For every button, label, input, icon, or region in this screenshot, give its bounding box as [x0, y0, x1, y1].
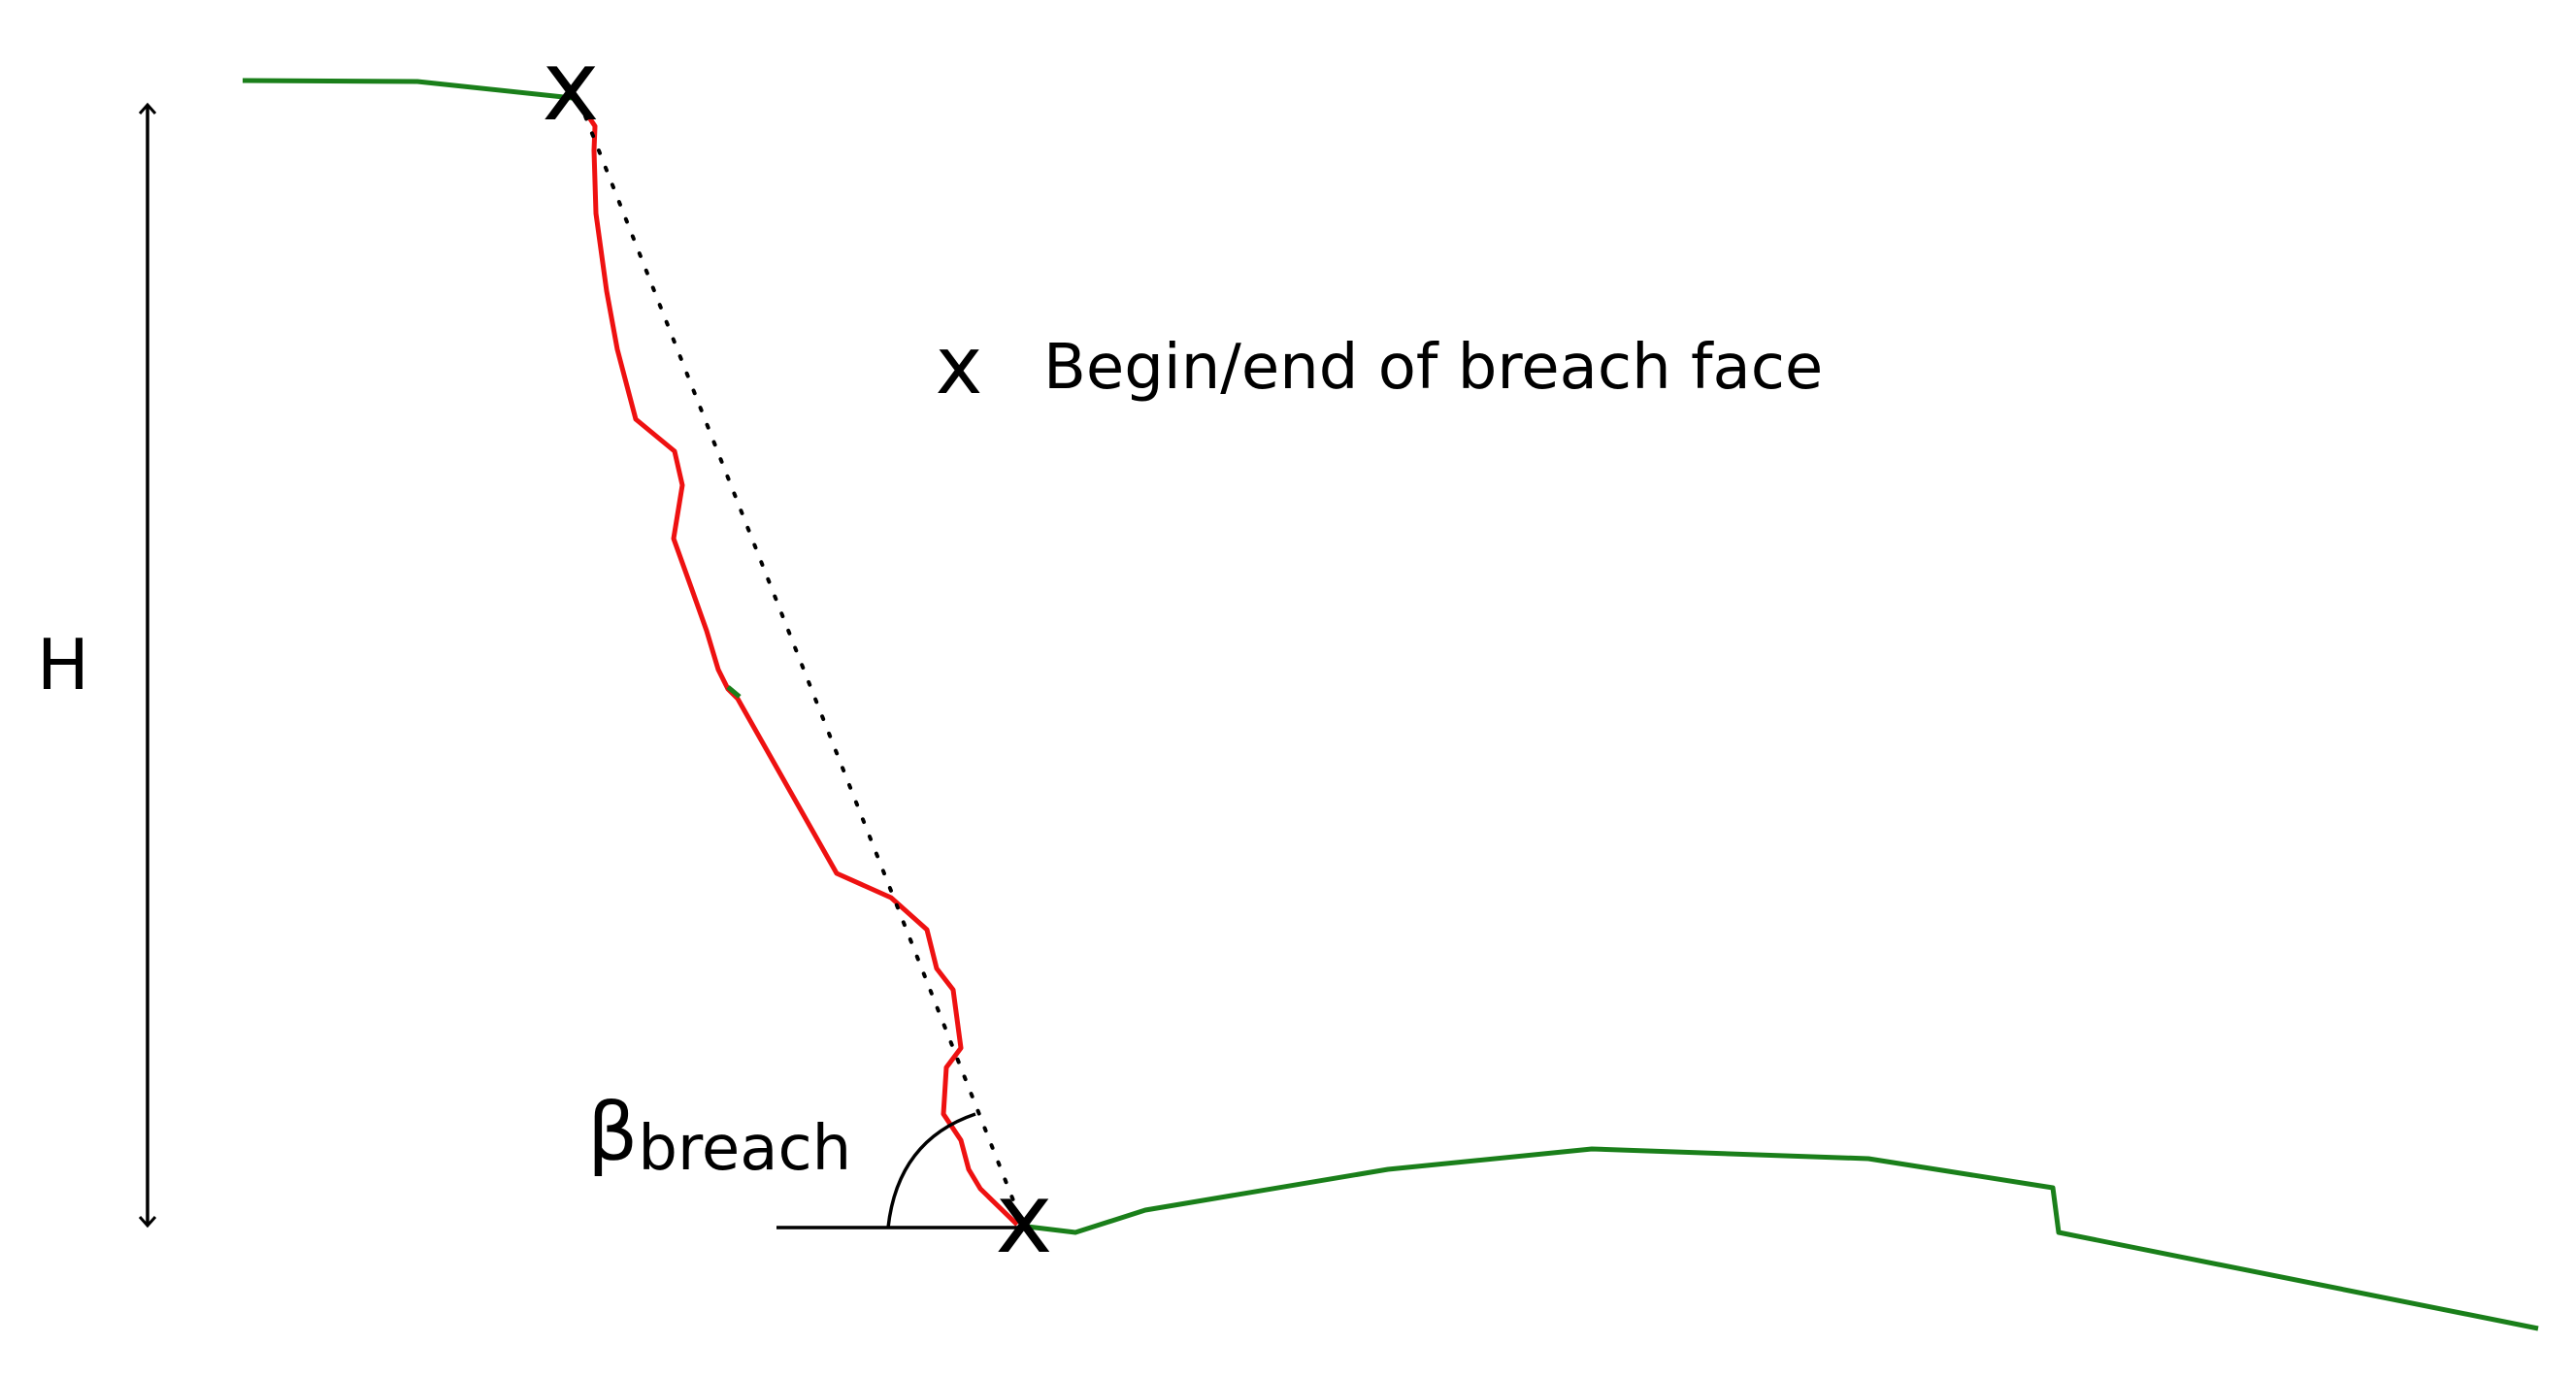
breach-end-marker: x [995, 1162, 1052, 1275]
terrain-bottom-line [1018, 1146, 2539, 1331]
breach-profile-line [575, 98, 1019, 1227]
breach-start-marker: x [542, 29, 599, 143]
legend-text: Begin/end of breach face [1043, 332, 1823, 404]
terrain-segment [726, 685, 742, 699]
angle-symbol: β [587, 1087, 638, 1179]
legend-marker: x [936, 320, 983, 412]
terrain-top-line [242, 78, 574, 101]
angle-subscript: breach [638, 1113, 851, 1185]
angle-label: βbreach [587, 1087, 851, 1185]
angle-arc [886, 1112, 976, 1229]
height-label: H [37, 624, 89, 705]
breach-face-dotted-line [577, 97, 1026, 1229]
